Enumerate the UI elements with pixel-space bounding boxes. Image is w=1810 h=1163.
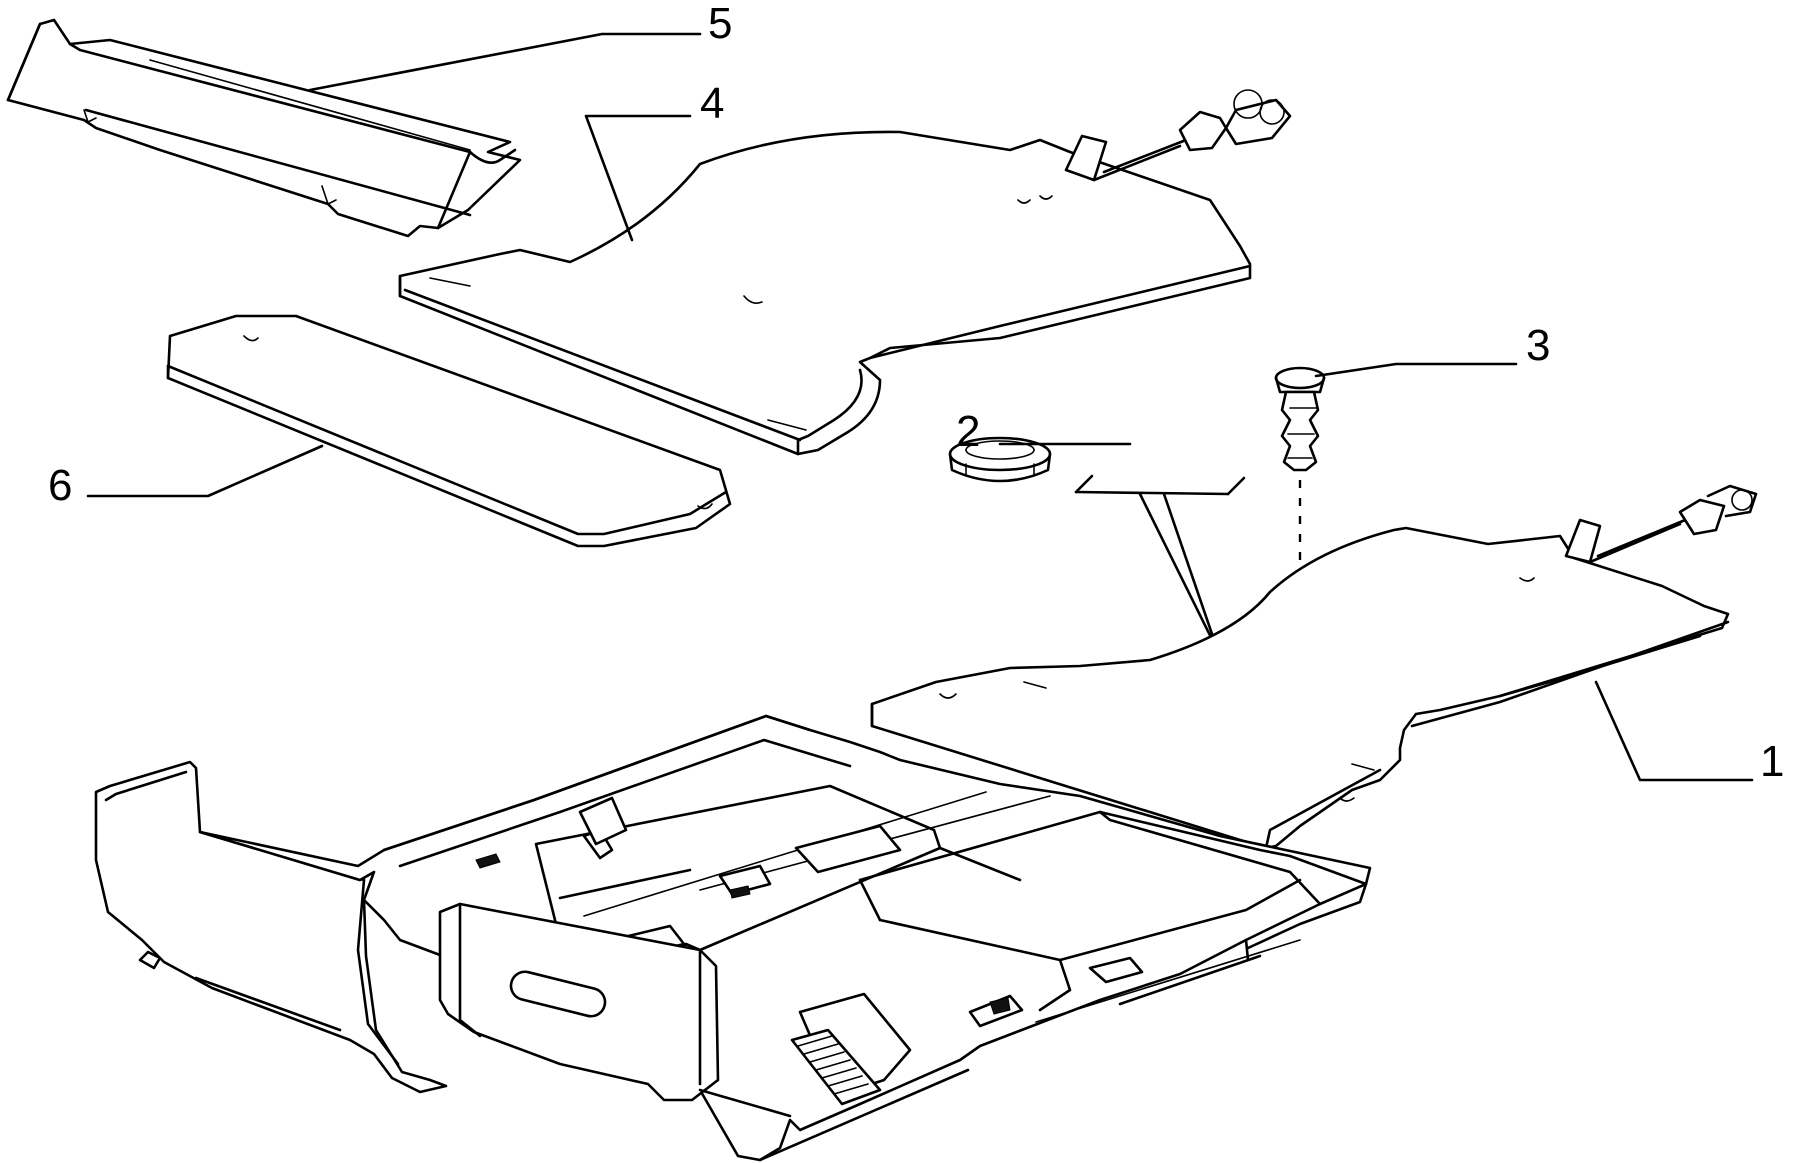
callout-6: 6 (48, 461, 72, 510)
part-4-front-carpet (398, 89, 1292, 456)
part-1-main-carpet (870, 484, 1758, 850)
leader-4 (584, 114, 692, 242)
callout-4: 4 (700, 79, 724, 128)
floor-pan-body (94, 714, 1372, 1162)
footwell-ribs (797, 1035, 869, 1095)
callout-3: 3 (1526, 321, 1550, 370)
part-2-grommet (948, 436, 1052, 483)
callout-2: 2 (956, 407, 980, 456)
leader-1 (1594, 680, 1754, 782)
leader-3 (1314, 362, 1518, 378)
part-3-clip-fastener (1274, 366, 1326, 472)
callout-1: 1 (1760, 737, 1784, 786)
part-5-trim-channel (6, 18, 522, 238)
callout-5: 5 (708, 0, 732, 48)
leader-5 (308, 32, 702, 92)
leader-6 (86, 444, 324, 498)
part-6-rear-mat (166, 314, 732, 548)
leader-lines (86, 32, 1754, 782)
